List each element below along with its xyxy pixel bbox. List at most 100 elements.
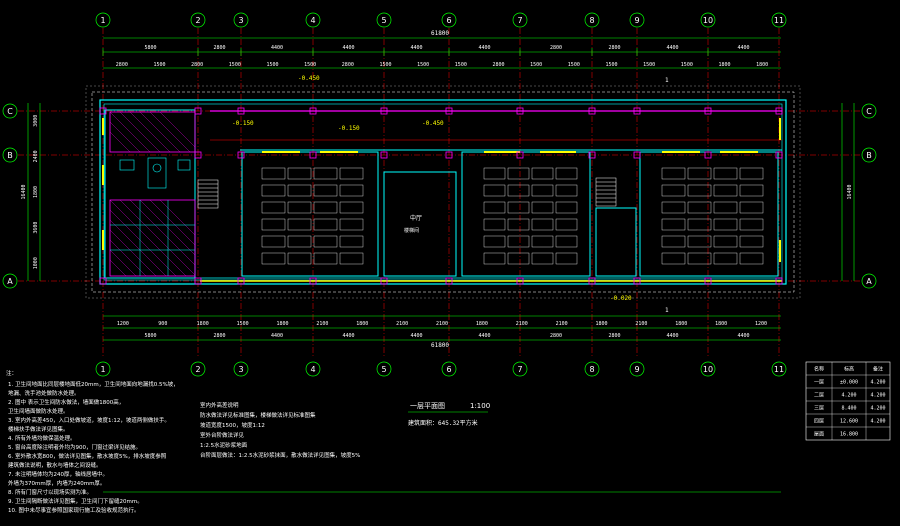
axis-label-bottom-11: 11: [774, 365, 784, 374]
axis-bubble-top-1: [95, 12, 111, 28]
room2-desk: [555, 167, 578, 180]
axis-label-left-B: B: [7, 151, 13, 160]
bottom-detail-dim-5: 2100: [316, 321, 328, 327]
room2-desk: [531, 201, 554, 214]
axis-bubble-top-4: [305, 12, 321, 28]
bottom-dim-7: 2800: [608, 333, 620, 339]
level-table-cell: 4.200: [870, 419, 885, 425]
room2-desk: [483, 235, 506, 248]
axis-label-top-8: 8: [589, 16, 594, 25]
column-9-0: [704, 107, 712, 115]
note-line: 10. 图中未尽事宜参照国家现行施工及验收规范执行。: [8, 506, 140, 514]
level-table-cell: 四层: [814, 419, 824, 425]
room1-desk: [313, 252, 338, 265]
axis-bubble-bottom-7: [512, 361, 528, 377]
toilet-block: [102, 109, 196, 279]
top-dim-8: 4400: [666, 45, 678, 51]
stair-right: [595, 177, 617, 207]
axis-label-bottom-6: 6: [446, 365, 451, 374]
overall-dim-bottom: 61800: [431, 342, 449, 349]
note-line: 7. 未注明墙体均为240厚，轴线居墙中。: [8, 470, 108, 478]
classroom-walls: [241, 151, 779, 277]
room1-desk: [313, 167, 338, 180]
column-6-0: [516, 107, 524, 115]
axis-bubble-top-11: [771, 12, 787, 28]
column-1-1: [194, 151, 202, 159]
bottom-detail-dim-9: 1800: [476, 321, 488, 327]
bottom-dim-8: 4400: [666, 333, 678, 339]
axis-label-bottom-4: 4: [310, 365, 315, 374]
level-table-cell: 16.800: [840, 432, 858, 438]
room3-desk: [713, 201, 738, 214]
axis-label-top-10: 10: [703, 16, 713, 25]
room2-desk: [507, 184, 530, 197]
axis-bubble-top-2: [190, 12, 206, 28]
level-table-cell: 屋面: [814, 432, 824, 438]
bottom-dim-0: 5800: [144, 333, 156, 339]
room1-desk: [339, 184, 364, 197]
level-table-cell: 一层: [814, 380, 824, 386]
room1-desk: [339, 167, 364, 180]
note-line: 卫生间墙面做防水处理。: [8, 407, 69, 415]
axis-label-top-3: 3: [238, 16, 243, 25]
bottom-detail-dim-13: 2100: [635, 321, 647, 327]
axis-bubble-left-B: [2, 147, 18, 163]
left-dim-0: 3000: [33, 115, 39, 127]
room3-desk: [661, 201, 686, 214]
room1-desk: [287, 218, 312, 231]
room3-desk: [739, 218, 764, 231]
room2-desk: [531, 252, 554, 265]
bottom-detail-dim-14: 1800: [675, 321, 687, 327]
left-dim-2: 1800: [33, 186, 39, 198]
room3-desk: [713, 218, 738, 231]
level-table-header: 名称: [814, 366, 824, 373]
note-line: 1. 卫生间地面比同层楼地面低20mm，卫生间地面向地漏找0.5%坡，: [8, 380, 179, 388]
column-1-2: [194, 277, 202, 285]
general-notes: 注：1. 卫生间地面比同层楼地面低20mm，卫生间地面向地漏找0.5%坡， 地漏…: [6, 369, 179, 514]
top-dim-5: 4400: [478, 45, 490, 51]
room1-desk: [313, 201, 338, 214]
top-detail-dim-17: 1800: [756, 62, 768, 68]
note-line: 6. 室外散水宽800，做法详见图集，散水坡度5%，排水坡度参照: [8, 452, 167, 460]
structural-columns: [99, 107, 783, 285]
column-6-2: [516, 277, 524, 285]
room1-desk: [287, 201, 312, 214]
room3-desk: [661, 184, 686, 197]
room1-desk: [261, 184, 286, 197]
axis-label-top-11: 11: [774, 16, 784, 25]
room2-desk: [483, 252, 506, 265]
room3-desk: [713, 252, 738, 265]
level-tag-0: -0.450: [298, 75, 320, 82]
column-3-1: [309, 151, 317, 159]
room1-desk: [339, 201, 364, 214]
column-9-2: [704, 277, 712, 285]
level-table-cell: 4.200: [870, 380, 885, 386]
column-2-1: [237, 151, 245, 159]
axis-bubble-right-A: [861, 273, 877, 289]
room3-desk: [739, 201, 764, 214]
level-table-cell: 三层: [814, 406, 824, 412]
level-table-cell: ±0.000: [840, 380, 858, 386]
level-tag-3: -0.150: [338, 125, 360, 132]
room3-desk: [713, 167, 738, 180]
top-detail-dim-1: 1500: [153, 62, 165, 68]
column-7-2: [588, 277, 596, 285]
corridor-band: [200, 110, 782, 282]
note-line: 2. 图中 表示卫生间防水做法，墙面做1800高，: [8, 398, 124, 406]
room-label: 中厅: [410, 214, 422, 222]
column-7-1: [588, 151, 596, 159]
axis-bubble-bottom-11: [771, 361, 787, 377]
axis-label-top-4: 4: [310, 16, 315, 25]
top-detail-dim-7: 1500: [379, 62, 391, 68]
room1-desk: [339, 235, 364, 248]
room3-desk: [687, 218, 712, 231]
note-line: 3. 室内外高差450，入口处做坡道，坡度1:12，坡道两侧做扶手。: [8, 416, 170, 424]
column-8-2: [633, 277, 641, 285]
top-detail-dim-6: 2800: [342, 62, 354, 68]
note-line: 4. 所有外墙均做保温处理。: [8, 434, 76, 442]
column-6-1: [516, 151, 524, 159]
room3-desk: [739, 184, 764, 197]
